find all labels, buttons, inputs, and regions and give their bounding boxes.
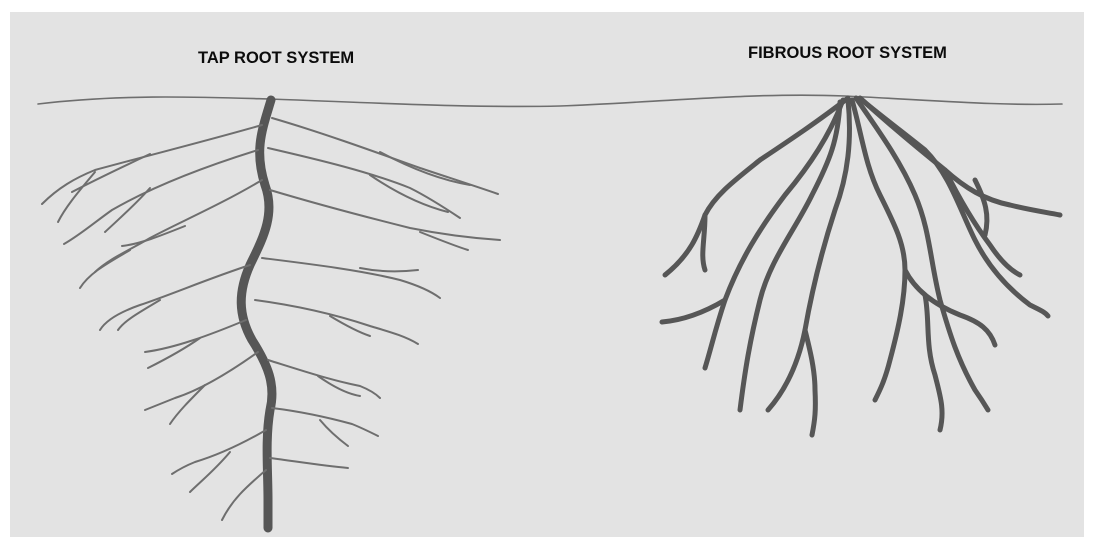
soil-line: [38, 95, 1062, 106]
fibrous-root-label: FIBROUS ROOT SYSTEM: [748, 44, 947, 63]
fibrous-root-system: [662, 98, 1060, 435]
taproot-main: [241, 100, 272, 528]
tap-left-laterals: [42, 125, 266, 520]
tap-right-laterals: [255, 118, 500, 468]
tap-root-system: [42, 100, 500, 528]
tap-root-label: TAP ROOT SYSTEM: [198, 49, 354, 68]
